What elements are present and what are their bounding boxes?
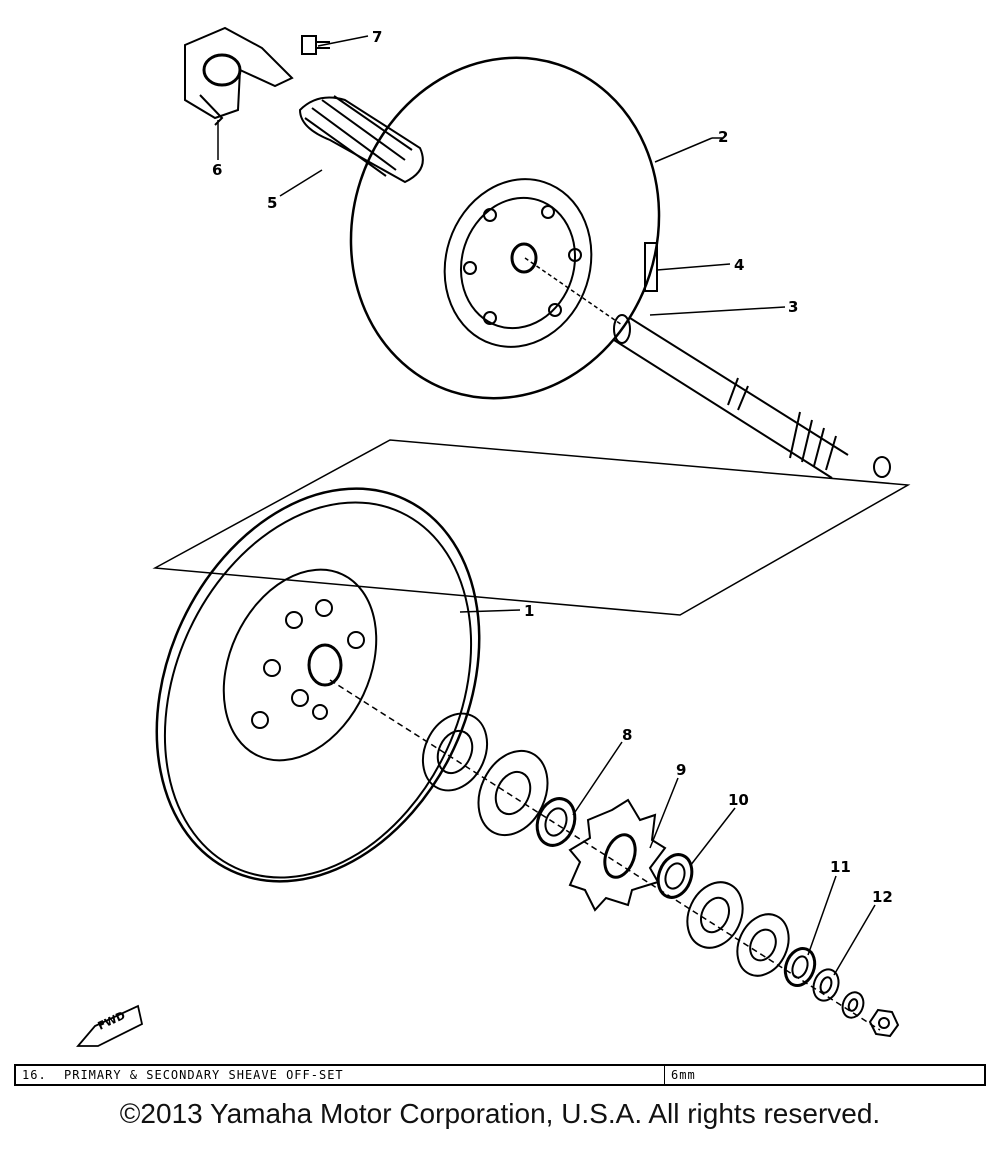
bearing-ring-a bbox=[421, 712, 489, 792]
fwd-arrow-icon bbox=[76, 1004, 144, 1047]
part-label-4: 4 bbox=[734, 256, 744, 274]
collar-2 bbox=[656, 853, 694, 899]
copyright-notice: ©2013 Yamaha Motor Corporation, U.S.A. A… bbox=[119, 1098, 881, 1129]
section-footer-bar: 16. PRIMARY & SECONDARY SHEAVE OFF-SET 6… bbox=[14, 1064, 986, 1086]
section-title: PRIMARY & SECONDARY SHEAVE OFF-SET bbox=[64, 1068, 344, 1082]
collar bbox=[535, 797, 577, 847]
lower-sheave-disc bbox=[155, 487, 481, 883]
part-label-8: 8 bbox=[622, 726, 632, 744]
bolt bbox=[301, 35, 330, 55]
lock-washer bbox=[841, 991, 865, 1019]
part-number-labels: 1 2 3 4 5 6 7 8 9 10 11 12 FWD bbox=[96, 28, 893, 1033]
washer bbox=[812, 968, 840, 1002]
nut bbox=[868, 1008, 900, 1038]
bearing-ring-b bbox=[477, 749, 549, 837]
spacer bbox=[783, 947, 817, 987]
part-label-6: 6 bbox=[212, 161, 222, 179]
leader-lines bbox=[217, 35, 876, 976]
sprocket bbox=[568, 798, 667, 912]
pin bbox=[644, 242, 658, 292]
bearing-ring-d bbox=[736, 913, 790, 977]
part-label-5: 5 bbox=[267, 194, 277, 212]
fwd-label: FWD bbox=[96, 1009, 128, 1033]
upper-sheave-disc bbox=[349, 56, 661, 400]
part-label-11: 11 bbox=[830, 858, 851, 876]
part-label-7: 7 bbox=[372, 28, 382, 46]
part-label-3: 3 bbox=[788, 298, 798, 316]
part-label-12: 12 bbox=[872, 888, 893, 906]
spring bbox=[298, 95, 424, 184]
section-number: 16. bbox=[22, 1068, 47, 1082]
size-note: 6mm bbox=[664, 1066, 984, 1084]
shaft bbox=[613, 314, 891, 479]
exploded-parts-diagram: 1 2 3 4 5 6 7 8 9 10 11 12 FWD bbox=[76, 26, 911, 1047]
part-label-2: 2 bbox=[718, 128, 728, 146]
part-label-1: 1 bbox=[524, 602, 534, 620]
part-label-9: 9 bbox=[676, 761, 686, 779]
bearing-ring-c bbox=[686, 881, 744, 949]
cam-bracket bbox=[184, 26, 294, 126]
part-label-10: 10 bbox=[728, 791, 749, 809]
